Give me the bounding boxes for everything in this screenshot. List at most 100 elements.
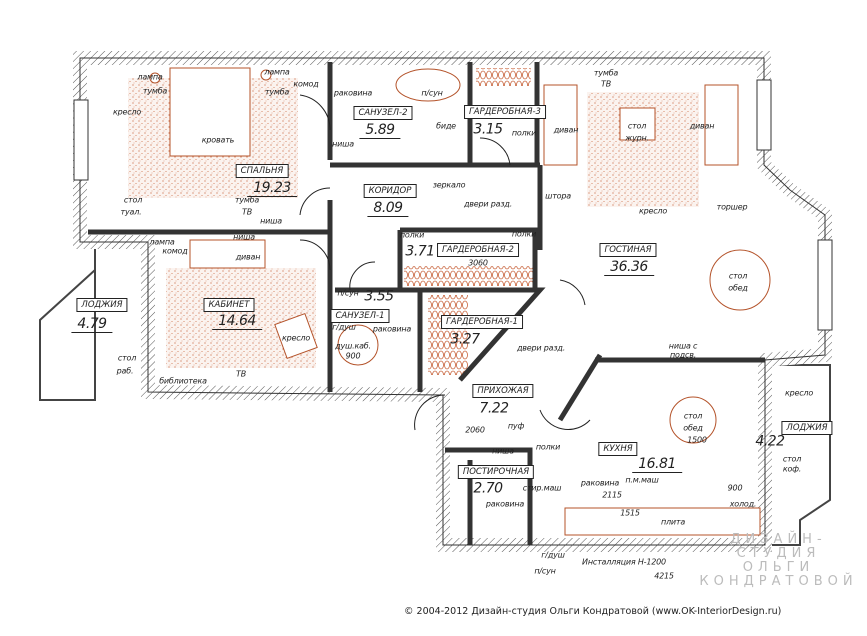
room-name-laundry: ПОСТИРОЧНАЯ: [457, 465, 535, 479]
furniture-label: туал.: [120, 207, 142, 217]
furniture-label: диван: [689, 121, 715, 131]
wardrobe-2-rack: [404, 266, 534, 286]
furniture-label: стол: [123, 195, 143, 205]
room-area-loggia-2: 4.22: [755, 433, 785, 450]
furniture-label: ниша: [492, 446, 514, 456]
furniture-label: 1515: [620, 508, 640, 518]
furniture-label: тумба: [234, 195, 260, 205]
room-area-wardrobe-2: 3.71: [405, 243, 435, 260]
furniture-label: библиотека: [159, 376, 207, 386]
furniture-label: кресло: [281, 333, 311, 343]
armchair: [274, 312, 318, 360]
furniture-label: раковина: [333, 88, 373, 98]
furniture-label: ниша: [233, 232, 255, 242]
window-living: [756, 79, 772, 151]
interior-walls: [88, 62, 765, 545]
room-area-kitchen: 16.81: [632, 457, 682, 473]
furniture-label: раковина: [580, 478, 620, 488]
room-name-loggia-2: ЛОДЖИЯ: [781, 421, 833, 435]
furniture-label: раковина: [372, 324, 412, 334]
furniture: [149, 67, 771, 536]
room-area-laundry: 2.70: [473, 480, 503, 497]
doors: [299, 94, 591, 431]
furniture-label: п.м.маш: [625, 475, 659, 485]
furniture-label: 2115: [602, 490, 622, 500]
furniture-label: стол: [683, 411, 703, 421]
lamp: [260, 69, 272, 81]
furniture-label: лампа: [264, 67, 290, 77]
furniture-label: полки: [511, 128, 537, 138]
furniture-label: кресло: [784, 388, 814, 398]
room-name-corridor: КОРИДОР: [363, 184, 417, 198]
furniture-label: комод: [162, 246, 188, 256]
furniture-label: полки: [399, 230, 425, 240]
sofa-left: [543, 84, 578, 166]
room-area-bathroom-1: 3.55: [364, 288, 394, 305]
bed: [169, 67, 251, 157]
furniture-label: зеркало: [432, 180, 466, 190]
furniture-label: 900: [727, 483, 743, 493]
furniture-label: плита: [660, 517, 686, 527]
furniture-label: п/сун: [534, 566, 556, 576]
furniture-label: диван: [553, 125, 579, 135]
furniture-label: обед: [728, 283, 748, 293]
furniture-label: ТВ: [236, 369, 246, 379]
room-area-bedroom: 19.23: [247, 181, 297, 197]
furniture-label: г/душ: [541, 550, 565, 560]
furniture-label: раб.: [116, 366, 134, 376]
shower: [337, 324, 379, 366]
room-area-bathroom-2: 5.89: [359, 123, 401, 139]
furniture-label: стир.маш: [522, 483, 562, 493]
room-name-hallway: ПРИХОЖАЯ: [472, 384, 534, 398]
furniture-label: торшер: [716, 202, 748, 212]
room-area-loggia-1: 4.79: [71, 317, 113, 333]
furniture-label: двери разд.: [463, 199, 513, 209]
lamp: [149, 72, 161, 84]
furniture-label: лампа: [149, 237, 175, 247]
room-area-hallway: 7.22: [479, 400, 509, 417]
furniture-label: полки: [535, 442, 561, 452]
room-name-bedroom: СПАЛЬНЯ: [235, 164, 289, 178]
room-name-loggia-1: ЛОДЖИЯ: [76, 298, 128, 312]
room-name-wardrobe-3: ГАРДЕРОБНАЯ-3: [464, 105, 546, 119]
wardrobe-1-rack: [428, 295, 468, 375]
furniture-label: пуф: [507, 421, 525, 431]
sofa-study: [189, 239, 266, 269]
furniture-label: г/душ: [332, 322, 356, 332]
furniture-label: раковина: [485, 499, 525, 509]
furniture-label: тумба: [142, 86, 168, 96]
room-name-kitchen: КУХНЯ: [598, 442, 638, 456]
furniture-label: биде: [436, 121, 456, 131]
dining-table-kitchen: [669, 396, 717, 444]
bathtub: [395, 68, 461, 102]
room-name-wardrobe-2: ГАРДЕРОБНАЯ-2: [437, 243, 519, 257]
window-living-2: [817, 239, 833, 331]
room-area-corridor: 8.09: [367, 201, 409, 217]
furniture-label: стол: [627, 121, 647, 131]
furniture-label: полки: [511, 229, 537, 239]
window-bedroom: [73, 99, 89, 181]
furniture-label: коф.: [782, 464, 802, 474]
furniture-label: 2060: [465, 425, 485, 435]
room-name-study: КАБИНЕТ: [203, 298, 255, 312]
room-area-study: 14.64: [212, 314, 262, 330]
loggia-left: [39, 240, 96, 401]
furniture-label: тумба: [593, 68, 619, 78]
dining-table-living: [709, 249, 771, 311]
furniture-label: холод.: [729, 499, 757, 509]
furniture-label: тумба: [264, 87, 290, 97]
furniture-label: стол: [728, 271, 748, 281]
furniture-label: 4215: [654, 571, 674, 581]
furniture-label: ТВ: [601, 79, 611, 89]
furniture-label: 900: [345, 351, 361, 361]
furniture-label: подсв.: [669, 350, 697, 360]
furniture-label: двери разд.: [516, 343, 566, 353]
furniture-label: журн.: [625, 133, 649, 143]
kitchen-counter: [564, 507, 761, 536]
furniture-label: лампа: [137, 72, 163, 82]
sofa-right: [704, 84, 739, 166]
furniture-label: штора: [545, 191, 571, 201]
